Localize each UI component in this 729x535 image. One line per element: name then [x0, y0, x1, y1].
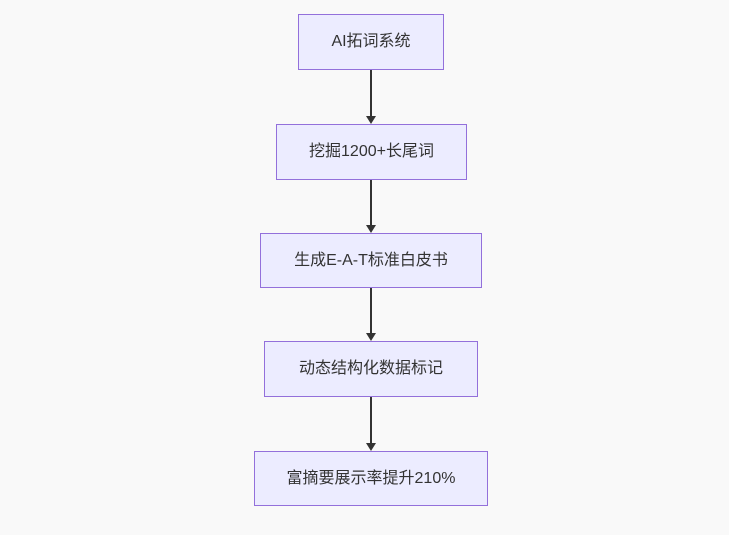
flow-node-label: 挖掘1200+长尾词: [309, 143, 434, 161]
flow-node-rich-snippet-uplift: 富摘要展示率提升210%: [254, 451, 488, 506]
flow-edge-a-to-b: [365, 70, 377, 124]
arrow-down-icon: [366, 116, 376, 124]
flow-node-structured-data-markup: 动态结构化数据标记: [264, 341, 478, 397]
flow-edge-d-to-e: [365, 397, 377, 451]
flow-node-ai-keyword-system: AI拓词系统: [298, 14, 444, 70]
arrow-down-icon: [366, 443, 376, 451]
arrow-line: [370, 397, 372, 443]
flow-node-label: AI拓词系统: [331, 33, 411, 51]
arrow-down-icon: [366, 333, 376, 341]
arrow-line: [370, 180, 372, 225]
arrow-down-icon: [366, 225, 376, 233]
arrow-line: [370, 288, 372, 333]
flow-node-label: 动态结构化数据标记: [298, 360, 443, 378]
arrow-line: [370, 70, 372, 116]
flow-node-label: 生成E-A-T标准白皮书: [294, 251, 448, 269]
flow-node-label: 富摘要展示率提升210%: [286, 469, 456, 487]
flow-edge-c-to-d: [365, 288, 377, 341]
flow-node-longtail-mining: 挖掘1200+长尾词: [276, 124, 467, 180]
flow-edge-b-to-c: [365, 180, 377, 233]
flow-node-eat-whitepaper: 生成E-A-T标准白皮书: [260, 233, 482, 288]
